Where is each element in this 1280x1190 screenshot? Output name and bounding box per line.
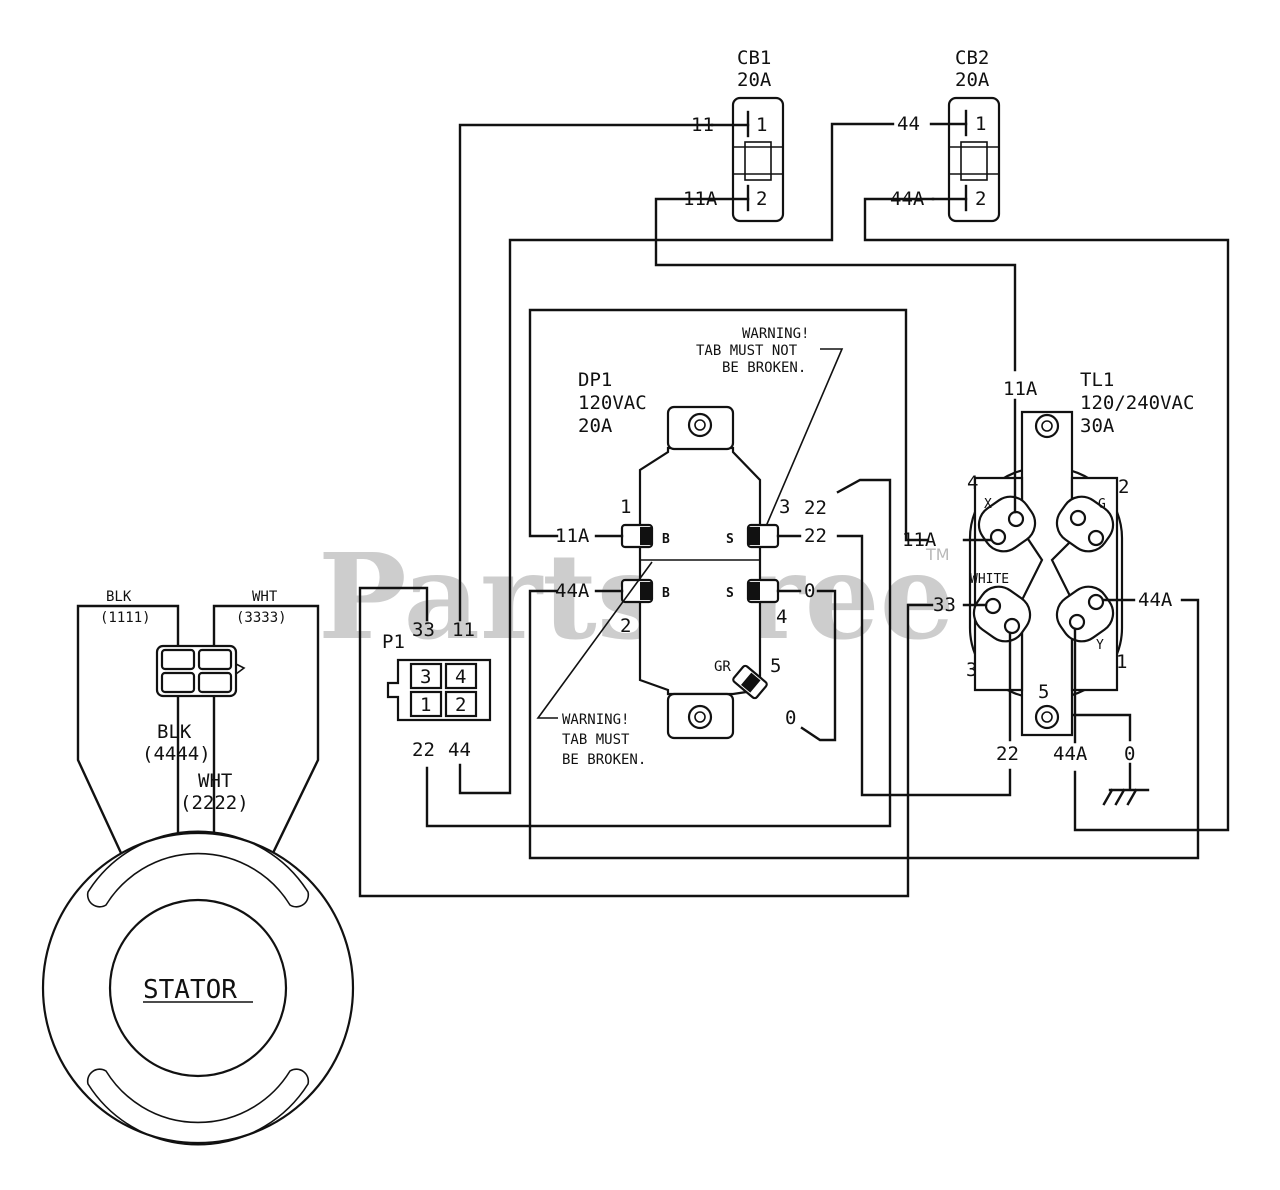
dp1-warning-top-line1: WARNING! bbox=[742, 326, 809, 342]
tl1-wire-11a: 11A bbox=[902, 529, 937, 551]
tl1-wire-0: 0 bbox=[1124, 743, 1135, 765]
p1-pin-4: 4 bbox=[455, 666, 466, 688]
dp1-warning-bottom-leader bbox=[536, 561, 653, 719]
cb1-rating: 20A bbox=[737, 69, 772, 91]
tl1-wire-44a: 44A bbox=[1138, 589, 1173, 611]
dp1-terminal-5: 5 bbox=[770, 655, 781, 677]
cb2-wire-in: 44 bbox=[897, 113, 920, 135]
wire-33 bbox=[358, 586, 934, 898]
dp1-rating: 20A bbox=[578, 415, 613, 437]
p1-wire-11: 11 bbox=[452, 619, 475, 641]
stator-lead-wht-top-code: (3333) bbox=[236, 610, 287, 626]
p1-pin-2: 2 bbox=[455, 694, 466, 716]
tl1-label-g: G bbox=[1098, 497, 1106, 512]
wire-11a-cb1-to-tl1 bbox=[654, 197, 1017, 372]
dp1-wire-0-upper: 0 bbox=[804, 580, 815, 602]
stator-lead-blk-top: BLK bbox=[106, 589, 132, 605]
dp1-warning-top-line3: BE BROKEN. bbox=[722, 360, 806, 376]
dp1-label-s-lower: S bbox=[726, 586, 734, 601]
cb2-breaker: CB2 20A 1 2 44 44A bbox=[890, 47, 1001, 223]
dp1-name: DP1 bbox=[578, 369, 612, 391]
dp1-wire-11a: 11A bbox=[555, 525, 590, 547]
watermark-tm: TM bbox=[925, 545, 950, 564]
dp1-warning-bottom-line1: WARNING! bbox=[562, 712, 629, 728]
dp1-warning-bottom-line3: BE BROKEN. bbox=[562, 752, 646, 768]
dp1-terminal-4: 4 bbox=[776, 606, 787, 628]
tl1-wire-22: 22 bbox=[996, 743, 1019, 765]
wire-44a-dp1-to-tl1 bbox=[528, 589, 1200, 860]
tl1-terminal-4: 4 bbox=[967, 472, 978, 494]
dp1-wire-0-lower: 0 bbox=[785, 707, 796, 729]
tl1-terminal-2: 2 bbox=[1118, 476, 1129, 498]
cb1-pin1: 1 bbox=[756, 114, 767, 136]
cb2-wire-out: 44A bbox=[890, 188, 925, 210]
tl1-terminal-1: 1 bbox=[1116, 651, 1127, 673]
cb1-name: CB1 bbox=[737, 47, 771, 69]
dp1-terminal-2: 2 bbox=[620, 615, 631, 637]
stator-lead-blk-bottom-code: (4444) bbox=[142, 743, 211, 765]
stator-lead-wht-top: WHT bbox=[252, 589, 278, 605]
tl1-wire-33: 33 bbox=[933, 594, 956, 616]
tl1-wire-44a-bottom: 44A bbox=[1053, 743, 1088, 765]
cb1-breaker: CB1 20A 1 2 11 11A bbox=[683, 47, 785, 223]
stator-core bbox=[108, 898, 288, 1078]
stator-lead-blk-top-code: (1111) bbox=[100, 610, 151, 626]
dp1-voltage: 120VAC bbox=[578, 392, 647, 414]
dp1-wire-22-upper: 22 bbox=[804, 497, 827, 519]
wire-ground bbox=[1058, 713, 1132, 742]
tl1-receptacle: 11A TL1 120/240VAC 30A 2 4 bbox=[902, 369, 1194, 765]
tl1-terminal-3: 3 bbox=[966, 659, 977, 681]
cb2-pin1: 1 bbox=[975, 113, 986, 135]
p1-wire-22: 22 bbox=[412, 739, 435, 761]
dp1-label-s-upper: S bbox=[726, 532, 734, 547]
dp1-warning-bottom-line2: TAB MUST bbox=[562, 732, 630, 748]
wire-11a-dp1 bbox=[528, 308, 930, 542]
tl1-label-y: Y bbox=[1096, 638, 1104, 653]
p1-connector: P1 33 11 3 4 1 2 22 44 bbox=[382, 619, 492, 761]
dp1-label-b-upper: B bbox=[662, 532, 670, 547]
dp1-terminal-3: 3 bbox=[779, 496, 790, 518]
dp1-warning-top-leader bbox=[754, 348, 844, 553]
dp1-wire-22-lower: 22 bbox=[804, 525, 827, 547]
stator: BLK (1111) WHT (3333) BLK (4444) WHT (22… bbox=[41, 589, 355, 1146]
stator-lead-wht-bottom: WHT bbox=[198, 770, 232, 792]
dp1-label-b-lower: B bbox=[662, 586, 670, 601]
wire-11 bbox=[458, 123, 714, 622]
wire-22-upper bbox=[425, 478, 892, 828]
tl1-name: TL1 bbox=[1080, 369, 1114, 391]
wires bbox=[358, 122, 1230, 898]
cb2-pin2: 2 bbox=[975, 188, 986, 210]
dp1-terminal-1: 1 bbox=[620, 496, 631, 518]
cb1-wire-out: 11A bbox=[683, 188, 718, 210]
dp1-warning-top-line2: TAB MUST NOT bbox=[696, 343, 798, 359]
stator-label: STATOR bbox=[143, 975, 237, 1005]
p1-pin-1: 1 bbox=[420, 694, 431, 716]
wire-44 bbox=[458, 122, 895, 795]
tl1-wire-11a-top: 11A bbox=[1003, 378, 1038, 400]
dp1-receptacle: DP1 120VAC 20A WARNING! TAB MUST NOT BE … bbox=[536, 326, 844, 768]
dp1-body bbox=[638, 446, 762, 696]
tl1-label-white: WHITE bbox=[970, 572, 1009, 587]
wire-22-lower bbox=[836, 534, 1012, 797]
tl1-terminal-5: 5 bbox=[1038, 681, 1049, 703]
tl1-label-x: X bbox=[984, 497, 992, 512]
tl1-rating: 30A bbox=[1080, 415, 1115, 437]
p1-wire-44: 44 bbox=[448, 739, 471, 761]
p1-name: P1 bbox=[382, 631, 405, 653]
wire-0 bbox=[800, 589, 837, 742]
p1-wire-33: 33 bbox=[412, 619, 435, 641]
cb2-rating: 20A bbox=[955, 69, 990, 91]
wire-44a-cb2-to-tl1 bbox=[863, 197, 1230, 832]
ground-symbol-icon bbox=[1102, 762, 1150, 806]
cb1-wire-in: 11 bbox=[691, 114, 714, 136]
cb2-name: CB2 bbox=[955, 47, 989, 69]
tl1-voltage: 120/240VAC bbox=[1080, 392, 1194, 414]
dp1-label-gr: GR bbox=[714, 659, 731, 675]
stator-lead-wht-bottom-code: (2222) bbox=[180, 792, 249, 814]
stator-lead-blk-bottom: BLK bbox=[157, 721, 192, 743]
cb1-pin2: 2 bbox=[756, 188, 767, 210]
p1-pin-3: 3 bbox=[420, 666, 431, 688]
dp1-wire-44a: 44A bbox=[555, 580, 590, 602]
